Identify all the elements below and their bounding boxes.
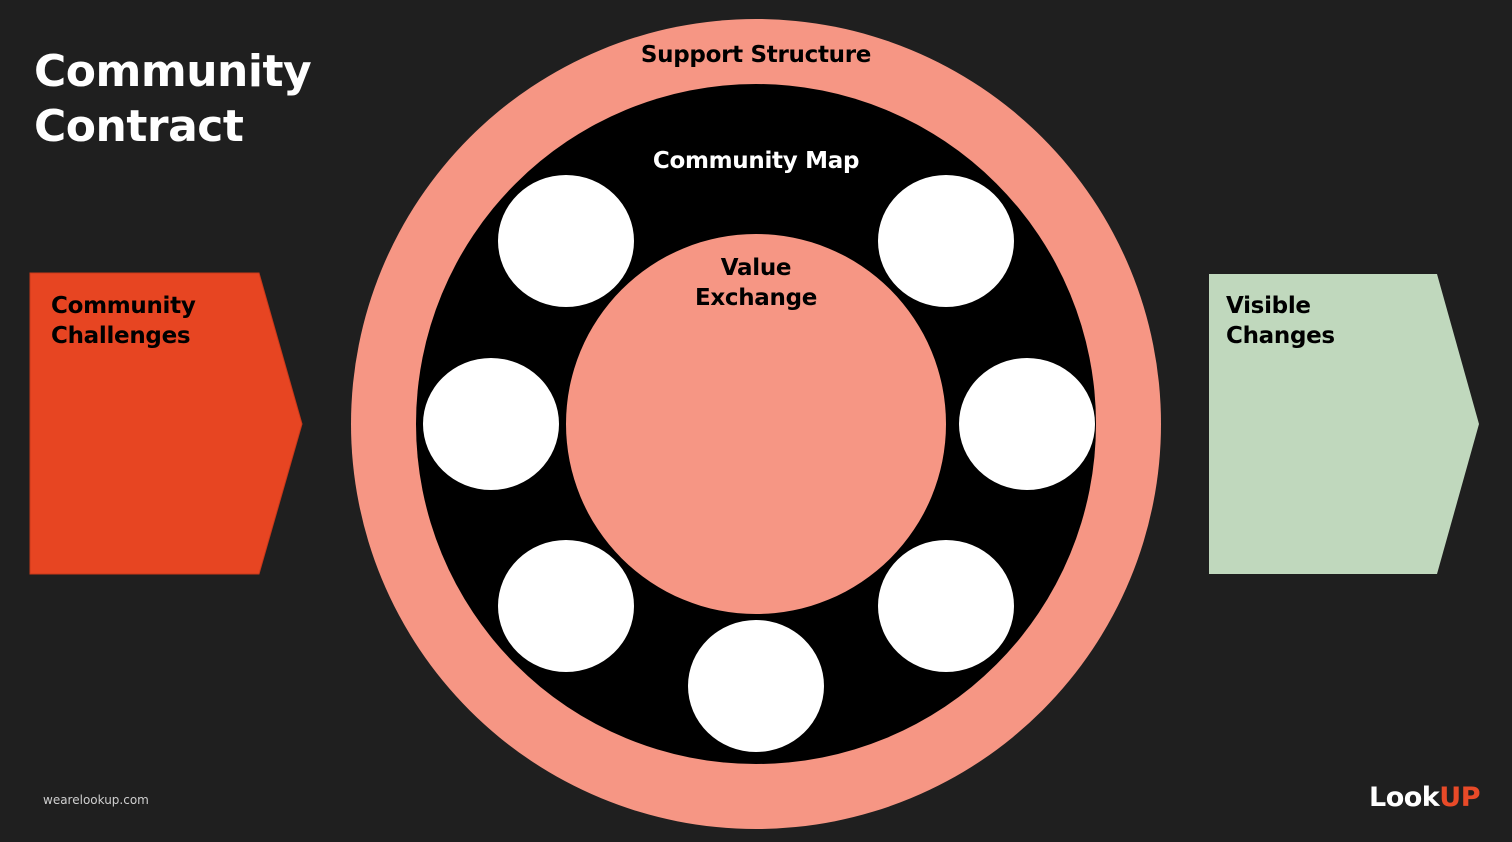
- logo-part-up: UP: [1439, 782, 1480, 813]
- community-node-4: [959, 358, 1095, 490]
- title-line-1: Community: [34, 46, 312, 97]
- community-node-1: [498, 175, 634, 307]
- right-arrow-changes: [1209, 274, 1479, 574]
- left-arrow-challenges: [29, 272, 303, 575]
- center-circle-value-exchange: [566, 234, 946, 614]
- community-node-6: [878, 540, 1014, 672]
- center-label-line-1: Value: [720, 255, 792, 281]
- left-arrow-label: Community Challenges: [51, 291, 241, 351]
- right-arrow-label-line-2: Changes: [1226, 323, 1335, 349]
- right-arrow-label-line-1: Visible: [1226, 293, 1311, 319]
- center-label-line-2: Exchange: [694, 285, 818, 311]
- left-arrow-label-line-2: Challenges: [51, 323, 191, 349]
- title-line-2: Contract: [34, 101, 244, 152]
- left-arrow-label-line-1: Community: [51, 293, 196, 319]
- lookup-logo: LookUP: [1369, 782, 1480, 813]
- community-node-7: [688, 620, 824, 752]
- logo-part-look: Look: [1369, 782, 1440, 813]
- community-node-5: [498, 540, 634, 672]
- outer-ring-label: Support Structure: [640, 42, 872, 68]
- center-label: Value Exchange: [606, 253, 906, 313]
- slide-title: Community Contract: [34, 44, 312, 154]
- community-node-3: [423, 358, 559, 490]
- middle-ring-label: Community Map: [652, 148, 860, 174]
- footer-url: wearelookup.com: [43, 793, 149, 807]
- right-arrow-label: Visible Changes: [1226, 291, 1416, 351]
- community-node-2: [878, 175, 1014, 307]
